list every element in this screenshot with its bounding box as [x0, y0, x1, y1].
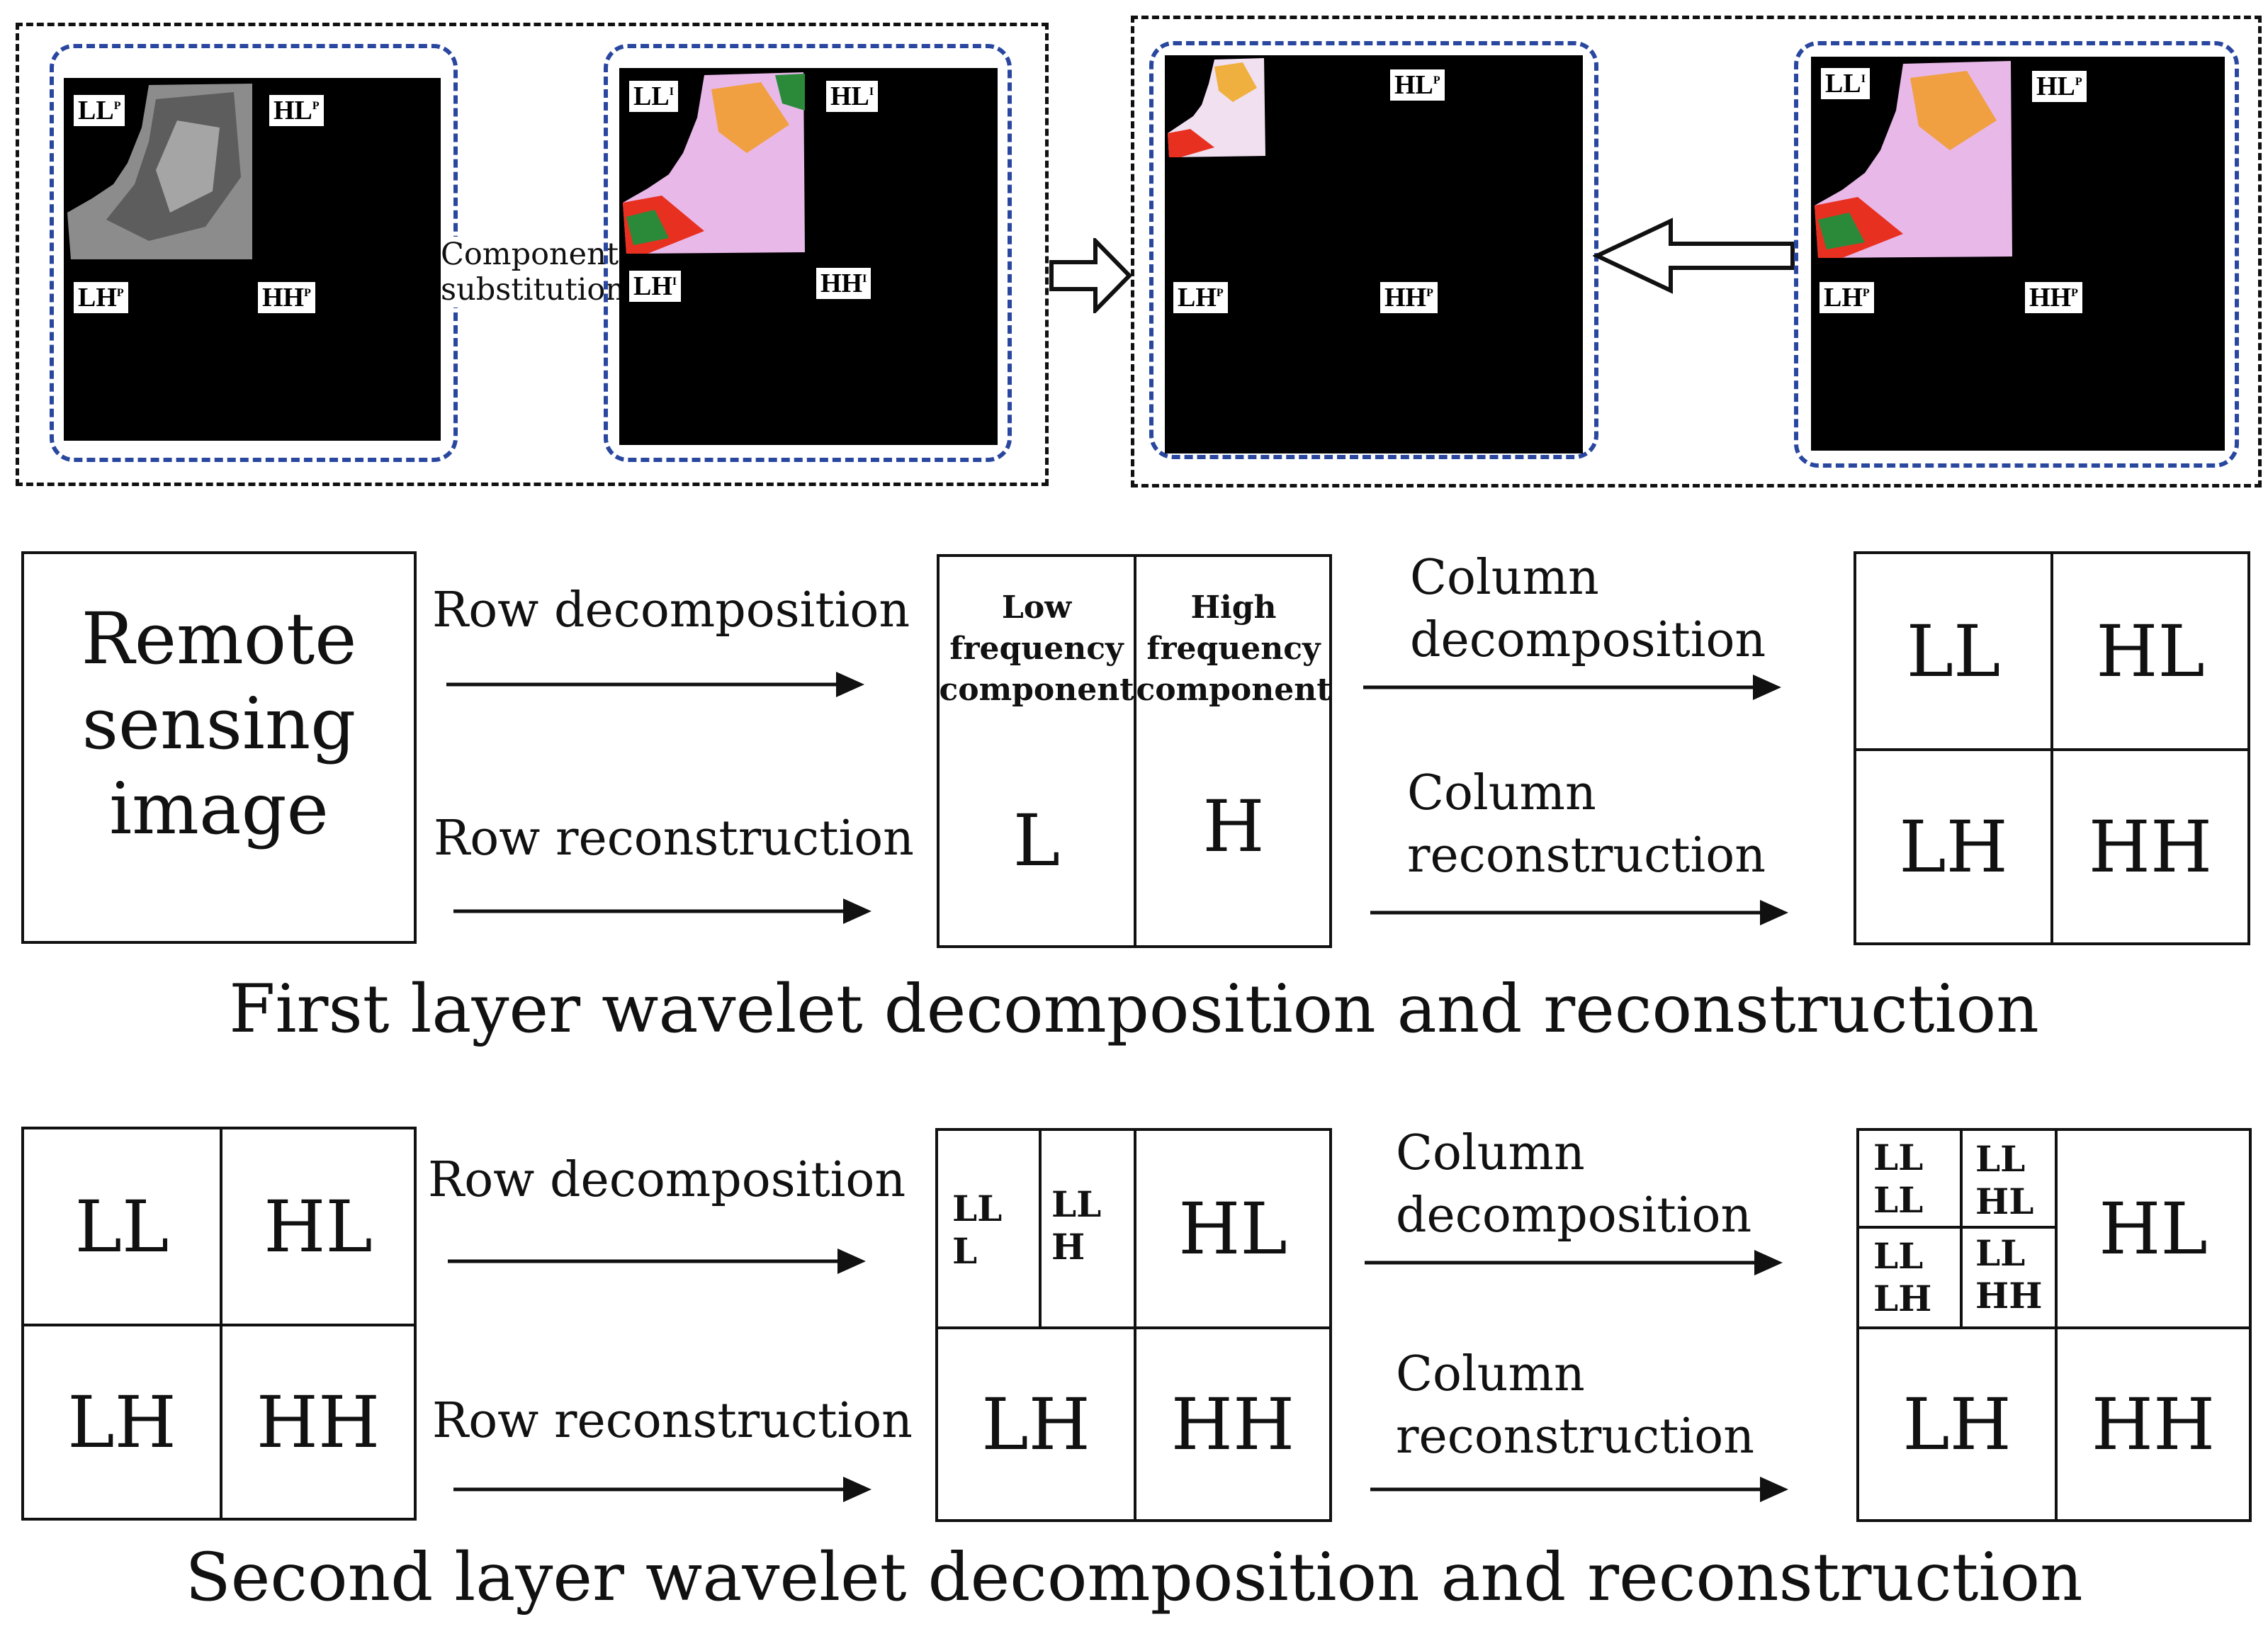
second-layer-caption: Second layer wavelet decomposition and r…: [185, 1539, 2083, 1616]
second-row-decomposition-label: Row decomposition: [428, 1152, 906, 1208]
remote-sensing-image-box: Remote sensing image: [21, 551, 417, 944]
second-source-LH-label: LH: [67, 1380, 176, 1464]
panel-4-image: [1811, 57, 2225, 451]
first-layer-caption: First layer wavelet decomposition and re…: [229, 971, 2039, 1048]
panel-1-lh-label: LHP: [72, 281, 130, 315]
first-L-label: L: [1012, 799, 1061, 882]
panel-4-lh-label: LHP: [1818, 281, 1875, 315]
second-result-horizontal-divider: [1859, 1326, 2249, 1329]
first-column-reconstruction-arrow: [1370, 900, 1788, 925]
first-LL-label: LL: [1906, 609, 2001, 693]
panel-3-ll-image: [1168, 58, 1265, 157]
panel-3-hh-label: HHP: [1379, 281, 1439, 315]
second-row-reconstruction-label: Row reconstruction: [432, 1393, 913, 1449]
left-group-frame: [16, 23, 1049, 486]
second-column-decomposition-label: Column decomposition: [1396, 1125, 1752, 1244]
panel-2-hl-label: HLI: [825, 79, 880, 113]
remote-sensing-image-label: Remote sensing image: [81, 597, 357, 850]
second-source-LL-label: LL: [74, 1185, 169, 1268]
high-frequency-label: High frequency component: [1136, 590, 1331, 708]
second-LLHL-label: LL HL: [1975, 1138, 2034, 1222]
panel-4-ll-label: LLI: [1820, 67, 1871, 101]
first-row-decomposition-arrow: [446, 672, 864, 697]
first-lh-split-box: Low frequency component High frequency c…: [937, 554, 1332, 948]
second-result-LH-label: LH: [1902, 1382, 2012, 1466]
second-source-HL-label: HL: [264, 1185, 373, 1268]
panel-2-ll-image: [623, 72, 805, 254]
first-row-decomposition-label: Row decomposition: [432, 582, 910, 638]
second-row-reconstruction-arrow: [453, 1477, 871, 1502]
panel-4-hl-label: HLP: [2031, 69, 2088, 103]
second-column-decomposition-arrow: [1365, 1250, 1783, 1275]
first-lh-divider: [1134, 557, 1136, 945]
second-result-ll-vdivider: [1960, 1131, 1963, 1326]
panel-1-hl-label: HLP: [268, 94, 325, 128]
second-split-LH-label: LH: [981, 1382, 1090, 1466]
second-LLLH-label: LL LH: [1873, 1235, 1932, 1319]
second-result-ll-hdivider: [1859, 1226, 2055, 1229]
second-source-2x2-box: LL HL LH HH: [21, 1127, 417, 1521]
second-split-vertical-divider: [1134, 1131, 1136, 1519]
second-LLH-label: LL H: [1051, 1183, 1102, 1268]
panel-3-lh-label: LHP: [1172, 281, 1229, 315]
low-frequency-label: Low frequency component: [939, 590, 1134, 708]
panel-4-frame: [1794, 41, 2239, 468]
panel-2-image: [619, 68, 998, 445]
first-H-label: H: [1202, 784, 1265, 868]
second-LLL-label: LL L: [952, 1188, 1003, 1272]
first-column-reconstruction-label: Column reconstruction: [1407, 765, 1766, 884]
panel-2-hh-label: HHI: [815, 266, 873, 300]
panel-1-image: [64, 78, 441, 441]
second-source-horizontal-divider: [24, 1324, 414, 1326]
component-substitution-label: Component substitution: [441, 237, 625, 308]
first-row-reconstruction-arrow: [453, 898, 871, 924]
second-split-horizontal-divider: [938, 1326, 1329, 1329]
second-result-vertical-divider: [2055, 1131, 2058, 1519]
second-LLLL-label: LL LL: [1873, 1137, 1924, 1221]
first-HH-label: HH: [2088, 805, 2213, 889]
first-2x2-horizontal-divider: [1856, 748, 2247, 751]
panel-4-ll-image: [1815, 61, 2012, 258]
second-source-HH-label: HH: [256, 1380, 380, 1464]
panel-1-hh-label: HHP: [256, 281, 317, 315]
first-column-decomposition-label: Column decomposition: [1410, 550, 1766, 668]
second-result-HH-label: HH: [2091, 1382, 2216, 1466]
panel-4-hh-label: HHP: [2024, 281, 2084, 315]
hollow-right-arrow-icon: [1049, 238, 1133, 313]
first-LH-label: LH: [1899, 805, 2008, 889]
second-result-box: LL LL LL HL LL LH LL HH HL LH HH: [1856, 1128, 2252, 1522]
second-column-reconstruction-arrow: [1370, 1477, 1788, 1502]
panel-1-ll-label: LLP: [72, 94, 127, 128]
panel-2-frame: [604, 44, 1012, 462]
second-split-box: LL L LL H HL LH HH: [935, 1128, 1332, 1522]
panel-3-frame: [1149, 41, 1598, 459]
panel-2-lh-label: LHI: [628, 269, 683, 303]
panel-3-image: [1165, 55, 1583, 453]
first-2x2-result-box: LL HL LH HH: [1854, 551, 2250, 945]
panel-2-ll-label: LLI: [628, 79, 679, 113]
second-row-decomposition-arrow: [448, 1248, 866, 1274]
right-group-frame: [1131, 16, 2262, 487]
panel-3-hl-label: HLP: [1389, 68, 1446, 102]
second-split-HL-label: HL: [1178, 1187, 1287, 1270]
first-HL-label: HL: [2096, 609, 2205, 693]
panel-1-ll-image: [67, 84, 252, 259]
hollow-left-arrow-icon: [1593, 218, 1795, 294]
first-column-decomposition-arrow: [1363, 675, 1781, 700]
second-result-HL-label: HL: [2099, 1187, 2208, 1270]
first-row-reconstruction-label: Row reconstruction: [434, 811, 914, 867]
second-split-HH-label: HH: [1170, 1382, 1295, 1466]
second-split-ll-divider: [1039, 1131, 1042, 1326]
second-LLHH-label: LL HH: [1975, 1232, 2043, 1317]
second-column-reconstruction-label: Column reconstruction: [1396, 1346, 1754, 1465]
